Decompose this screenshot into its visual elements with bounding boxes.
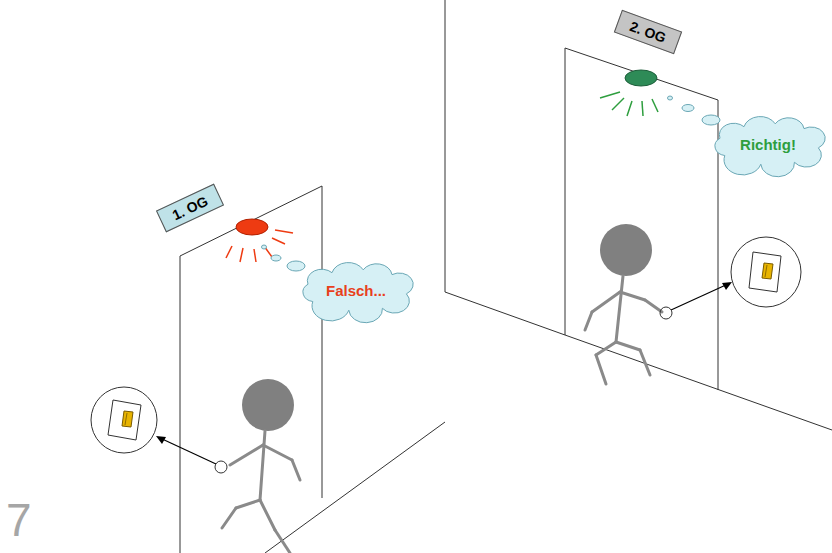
room-lines xyxy=(180,0,832,553)
card-callout xyxy=(91,387,227,473)
floor-label: 2. OG xyxy=(628,18,669,46)
thought-cloud: Richtig! xyxy=(708,119,828,169)
thought-cloud: Falsch... xyxy=(296,265,416,315)
floor-sign: 1. OG xyxy=(156,184,224,233)
thought-text: Richtig! xyxy=(740,136,796,153)
floor-label: 1. OG xyxy=(170,193,211,223)
thought-text: Falsch... xyxy=(326,282,386,299)
stick-figure xyxy=(585,224,662,384)
red-lamp xyxy=(226,219,293,262)
floor-sign: 2. OG xyxy=(614,10,682,54)
stick-figure xyxy=(222,379,300,553)
green-lamp xyxy=(600,70,658,116)
card-callout xyxy=(660,237,801,319)
page-number: 7 xyxy=(6,497,32,543)
